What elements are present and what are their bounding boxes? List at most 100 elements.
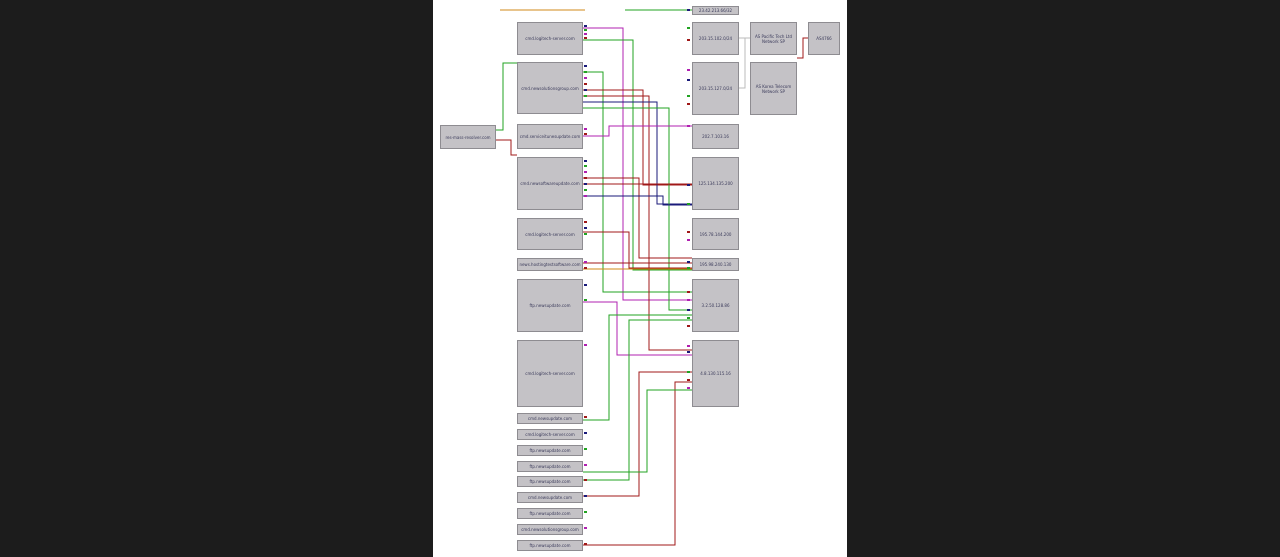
- ip-node[interactable]: 203.15.127.0/24: [692, 62, 739, 115]
- edge-arrow: [584, 284, 587, 286]
- edge-arrow: [687, 345, 690, 347]
- ip-node[interactable]: 3.2.50.128.86: [692, 279, 739, 332]
- edge-arrow: [687, 184, 690, 186]
- edge-arrow: [687, 317, 690, 319]
- edge-arrow: [687, 267, 690, 269]
- client-node[interactable]: res-mass-resolver.com: [440, 125, 496, 149]
- host-label: cmd.newsolutionsgroup.com: [521, 527, 579, 532]
- host-label: cmd.newsolutionsgroup.com: [521, 85, 579, 91]
- edge-arrow: [584, 448, 587, 450]
- edge-arrow: [584, 165, 587, 167]
- edge-arrow: [687, 231, 690, 233]
- edge-arrow: [584, 527, 587, 529]
- host-node[interactable]: ftp.newsupdate.com: [517, 461, 583, 472]
- host-label: cmd.newsupdate.com: [527, 495, 573, 500]
- edge-arrow: [584, 432, 587, 434]
- ip-node[interactable]: 125.134.135.200: [692, 157, 739, 210]
- ip-label: 203.15.102.0/24: [698, 36, 733, 41]
- host-node[interactable]: cmd.logitech-server.com: [517, 340, 583, 407]
- edge-line: [583, 71, 692, 293]
- edge-arrow: [687, 203, 690, 205]
- edge-layer: [496, 9, 808, 546]
- host-label: cmd.logitech-server.com: [525, 432, 575, 437]
- host-node[interactable]: cmd.serviceitunesupdate.com: [517, 124, 583, 149]
- host-node[interactable]: ftp.newsupdate.com: [517, 508, 583, 519]
- ip-label: 195.78.144.200: [699, 231, 732, 237]
- edge-line: [583, 27, 692, 301]
- ip-node[interactable]: 195.78.144.200: [692, 218, 739, 250]
- edge-arrow: [584, 221, 587, 223]
- edge-line: [797, 37, 808, 59]
- ip-label: 4.8.130.115.16: [700, 371, 731, 376]
- host-label: ftp.newsupdate.com: [529, 303, 571, 308]
- edge-arrow: [584, 128, 587, 130]
- asn-node[interactable]: AS Pacific Tech Ltd Network SP: [750, 22, 797, 55]
- asn-root-node[interactable]: AS4766: [808, 22, 840, 55]
- host-node[interactable]: cmd.logitech-server.com: [517, 218, 583, 250]
- host-node[interactable]: ftp.newsupdate.com: [517, 445, 583, 456]
- edge-arrow: [687, 79, 690, 81]
- edge-line: [583, 107, 692, 311]
- edge-arrow: [687, 69, 690, 71]
- host-label: news.hostingtestsoftware.com: [519, 262, 581, 267]
- edge-arrow: [584, 65, 587, 67]
- edge-arrow: [687, 299, 690, 301]
- edge-arrow: [687, 387, 690, 389]
- edge-line: [496, 139, 517, 156]
- host-node[interactable]: cmd.newsolutionsgroup.com: [517, 524, 583, 535]
- edge-arrow: [584, 299, 587, 301]
- host-node[interactable]: cmd.newsoftwareupdate.com: [517, 157, 583, 210]
- edge-arrow: [687, 309, 690, 311]
- edge-arrow: [584, 177, 587, 179]
- host-label: ftp.newsupdate.com: [529, 448, 571, 453]
- edge-arrow: [584, 71, 587, 73]
- edge-arrow: [584, 33, 587, 35]
- edge-line: [739, 37, 750, 89]
- host-node[interactable]: cmd.newsupdate.com: [517, 413, 583, 424]
- ip-node[interactable]: 4.8.130.115.16: [692, 340, 739, 407]
- edge-arrow: [687, 291, 690, 293]
- edge-arrow: [687, 103, 690, 105]
- edge-arrow: [584, 77, 587, 79]
- host-node[interactable]: ftp.newsupdate.com: [517, 476, 583, 487]
- host-node[interactable]: cmd.newsupdate.com: [517, 492, 583, 503]
- host-node[interactable]: cmd.newsolutionsgroup.com: [517, 62, 583, 114]
- edge-line: [583, 39, 692, 271]
- host-label: cmd.logitech-server.com: [525, 371, 575, 376]
- ip-label: 23.42.213.66/32: [698, 8, 733, 13]
- host-label: ftp.newsupdate.com: [529, 464, 571, 469]
- edge-arrow: [584, 83, 587, 85]
- host-label: cmd.newsupdate.com: [527, 416, 573, 421]
- ip-label: 203.15.127.0/24: [698, 86, 733, 91]
- host-node[interactable]: news.hostingtestsoftware.com: [517, 258, 583, 271]
- edge-line: [583, 314, 692, 421]
- host-label: ftp.newsupdate.com: [529, 543, 571, 548]
- edge-arrow: [687, 239, 690, 241]
- host-node[interactable]: cmd.logitech-server.com: [517, 429, 583, 440]
- ip-label: 3.2.50.128.86: [701, 303, 730, 308]
- edge-arrow: [584, 543, 587, 545]
- graph-canvas: res-mass-resolver.com cmd.logitech-serve…: [433, 0, 847, 557]
- host-label: cmd.newsoftwareupdate.com: [520, 181, 580, 186]
- host-node[interactable]: ftp.newsupdate.com: [517, 540, 583, 551]
- ip-node[interactable]: 195.98.240.130: [692, 258, 739, 271]
- edge-arrow: [687, 325, 690, 327]
- ip-node[interactable]: 203.15.102.0/24: [692, 22, 739, 55]
- asn-root-label: AS4766: [816, 36, 832, 41]
- asn-node[interactable]: AS Korea Telecom Network SP: [750, 62, 797, 115]
- edge-line: [583, 319, 692, 481]
- ip-node[interactable]: 23.42.213.66/32: [692, 6, 739, 15]
- edge-arrow: [687, 371, 690, 373]
- host-node[interactable]: cmd.logitech-server.com: [517, 22, 583, 55]
- ip-node[interactable]: 202.7.103.16: [692, 124, 739, 149]
- host-label: cmd.serviceitunesupdate.com: [519, 134, 581, 139]
- edge-arrow: [584, 267, 587, 269]
- edge-arrow: [584, 160, 587, 162]
- edge-line: [583, 177, 692, 259]
- edge-arrow: [584, 89, 587, 91]
- host-node[interactable]: ftp.newsupdate.com: [517, 279, 583, 332]
- edge-arrow: [584, 511, 587, 513]
- edge-line: [583, 195, 692, 206]
- edge-arrow: [584, 95, 587, 97]
- host-label: ftp.newsupdate.com: [529, 511, 571, 516]
